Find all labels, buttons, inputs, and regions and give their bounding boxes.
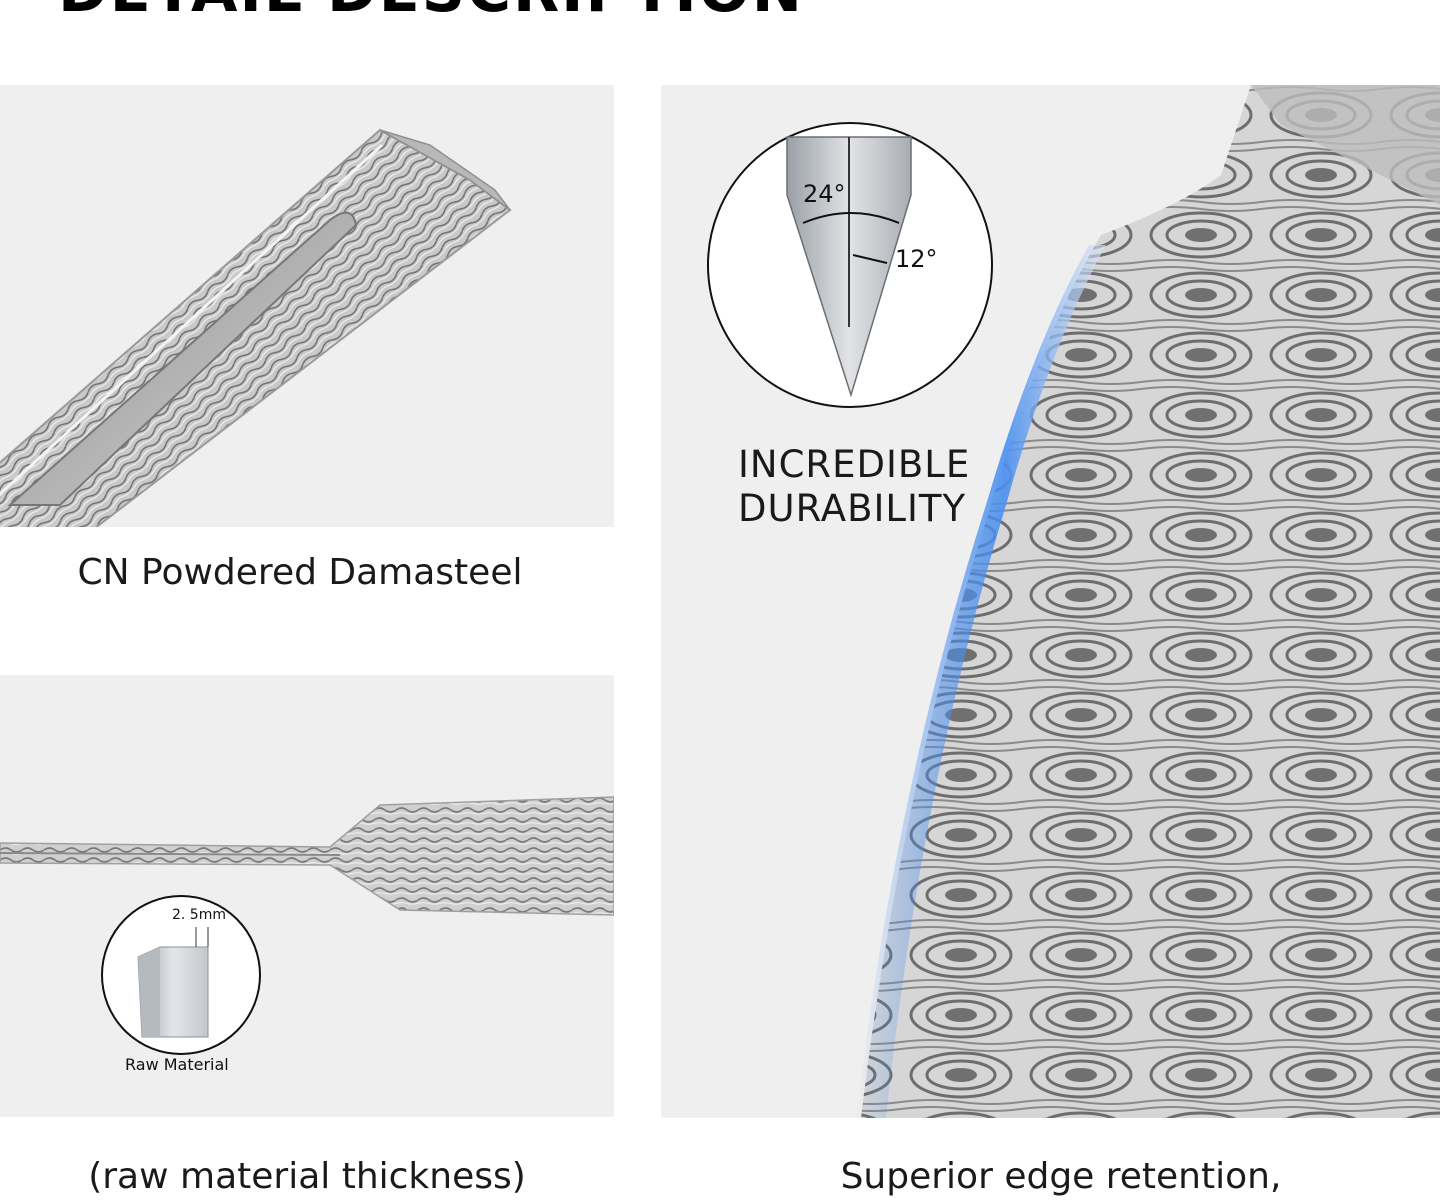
raw-material-label: Raw Material (125, 1055, 229, 1074)
total-angle-label: 24° (803, 180, 846, 208)
damascus-blade-image (707, 85, 1440, 1118)
durability-callout-line2: DURABILITY (738, 487, 967, 530)
damascus-tang-image (0, 128, 512, 527)
edge-retention-caption: Superior edge retention, (840, 1156, 1282, 1197)
section-heading: DETAIL DESCRIPTION (58, 0, 804, 26)
damascus-spine-image (0, 796, 614, 1055)
tang-photo-panel (0, 85, 614, 527)
blade-photo-panel: 24° 12° (661, 85, 1440, 1118)
side-angle-label: 12° (895, 245, 938, 273)
tang-caption: CN Powdered Damasteel (77, 552, 523, 593)
durability-callout: INCREDIBLE DURABILITY (738, 443, 970, 531)
durability-callout-line1: INCREDIBLE (738, 443, 971, 486)
thickness-label: 2. 5mm (172, 907, 226, 923)
thickness-caption: (raw material thickness) (88, 1156, 526, 1197)
spine-photo-panel: 2. 5mm Raw Material (0, 675, 614, 1117)
